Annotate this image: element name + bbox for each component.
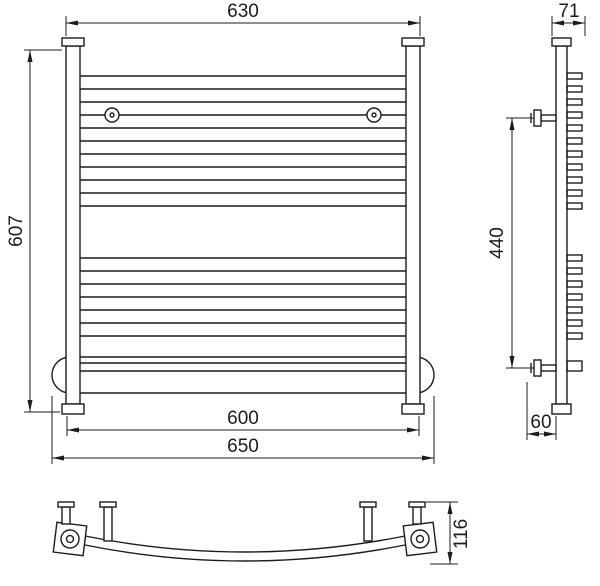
- side-bracket-bottom: [530, 359, 557, 377]
- valve-cap: [359, 501, 377, 508]
- dim-label-71: 71: [558, 1, 579, 22]
- bracket-plate: [533, 109, 542, 127]
- valve-stem: [61, 506, 71, 525]
- dim-label-440: 440: [487, 227, 508, 259]
- bracket-hole-icon: [60, 529, 80, 549]
- dim-label-600: 600: [227, 408, 259, 429]
- side-rail-foot: [551, 403, 572, 415]
- valve-left-outer: [57, 501, 75, 525]
- side-rail-plate: [555, 45, 568, 405]
- dim-bottom-offset: 60: [526, 382, 557, 440]
- dim-mount-spacing: 440: [487, 117, 534, 369]
- front-right-rail-cap: [401, 37, 425, 47]
- front-mount-right: [366, 107, 382, 123]
- side-shelf-stub: [566, 360, 583, 372]
- bracket-stem: [540, 364, 557, 372]
- dim-profile-height: 116: [426, 501, 472, 565]
- valve-cap: [57, 501, 75, 508]
- dim-label-607: 607: [6, 215, 27, 247]
- dim-top-width: 630: [65, 1, 421, 36]
- mount-dot-icon: [371, 112, 377, 118]
- dim-label-60: 60: [530, 412, 551, 433]
- front-rungs-lower: [80, 257, 406, 337]
- mount-ring-icon: [104, 107, 120, 123]
- bar-arc-upper: [84, 535, 406, 553]
- side-rail-cap: [551, 37, 572, 47]
- dim-label-116: 116: [451, 519, 472, 549]
- bottom-bracket-left: [52, 521, 88, 557]
- side-bracket-top: [530, 109, 557, 127]
- bottom-bracket-right: [402, 521, 438, 557]
- mount-dot-icon: [109, 112, 115, 118]
- front-left-rail: [65, 45, 81, 405]
- valve-stem: [412, 506, 422, 525]
- front-mount-left: [104, 107, 120, 123]
- front-left-rail-foot: [61, 403, 85, 415]
- bracket-stem: [540, 114, 557, 122]
- mount-ring-icon: [366, 107, 382, 123]
- bracket-plate: [533, 359, 542, 377]
- bracket-hole-icon: [410, 529, 430, 549]
- dim-depth: 71: [551, 1, 586, 36]
- dim-height: 607: [6, 49, 62, 413]
- dim-label-650: 650: [227, 436, 259, 457]
- bottom-view: 116: [52, 501, 472, 565]
- side-view: 71 440 60: [487, 1, 586, 440]
- valve-stem: [363, 506, 373, 542]
- dim-label-630: 630: [227, 1, 259, 22]
- front-view: 630 607 600 650: [6, 1, 435, 464]
- valve-cap: [99, 501, 117, 508]
- bracket-pin-icon: [65, 534, 75, 544]
- side-rung-ends-upper: [566, 72, 583, 210]
- valve-cap: [408, 501, 426, 508]
- bar-arc-lower: [84, 544, 406, 562]
- dim-inner-width: 600: [66, 408, 420, 436]
- valve-left-inner: [99, 501, 117, 542]
- front-rungs-upper: [80, 75, 406, 207]
- valve-stem: [103, 506, 113, 542]
- front-right-rail: [405, 45, 421, 405]
- dim-outer-width: 650: [51, 396, 435, 464]
- front-bottom-shelf: [51, 356, 435, 394]
- front-left-rail-cap: [61, 37, 85, 47]
- valve-right-inner: [359, 501, 377, 542]
- shelf-outline: [51, 356, 435, 394]
- bottom-curved-bar: [84, 535, 406, 562]
- valve-right-outer: [408, 501, 426, 525]
- bracket-pin-icon: [415, 534, 425, 544]
- side-rung-ends-lower: [566, 254, 583, 340]
- front-right-rail-foot: [401, 403, 425, 415]
